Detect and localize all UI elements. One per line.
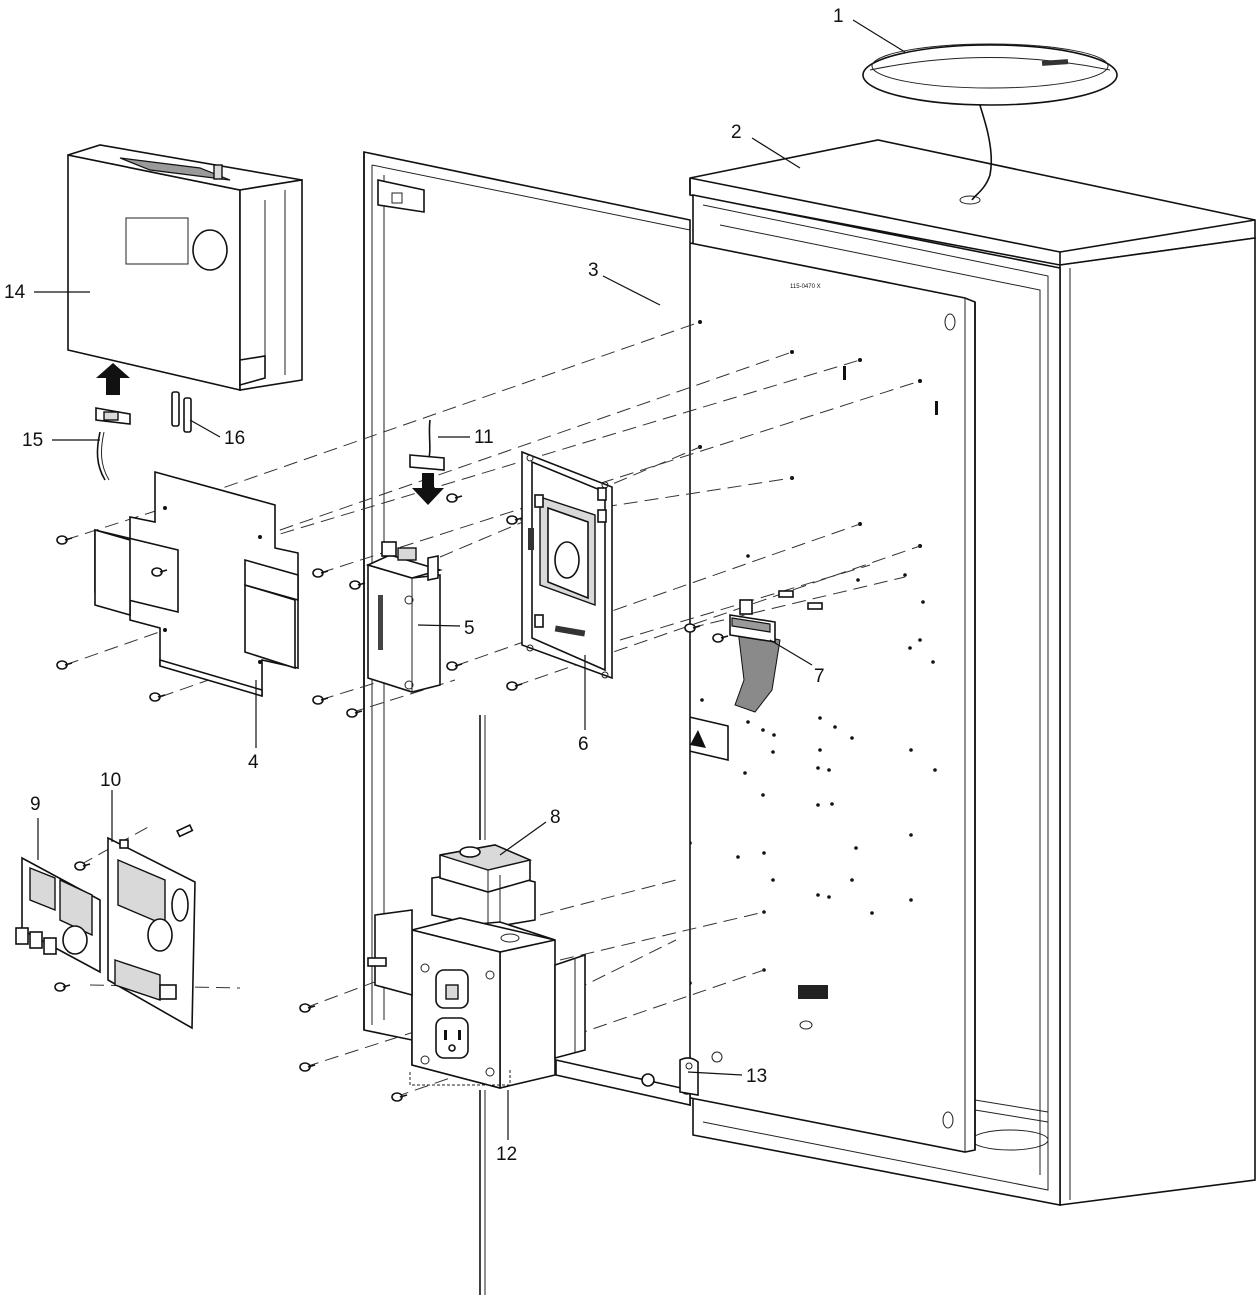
transformer	[431, 715, 536, 930]
outlet-box	[367, 909, 586, 1295]
back-panel: 115-0470 X	[649, 234, 976, 1153]
callout-11: 11	[474, 427, 494, 448]
callout-13: 13	[746, 1066, 767, 1087]
panel-marking: 115-0470 X	[790, 284, 821, 290]
callout-14: 14	[4, 282, 26, 303]
callout-2: 2	[731, 122, 742, 143]
circuit-board-9	[15, 856, 101, 974]
screws	[54, 493, 729, 1102]
antenna	[862, 43, 1118, 201]
callout-5: 5	[464, 618, 475, 639]
controller-module	[67, 144, 303, 392]
callout-4: 4	[248, 752, 259, 773]
callout-6: 6	[578, 734, 589, 755]
relay-module	[365, 541, 443, 693]
cable-11	[409, 419, 445, 471]
callout-8: 8	[550, 807, 561, 828]
callout-leaders	[34, 19, 906, 1140]
cable-connector	[95, 407, 131, 481]
callout-9: 9	[30, 794, 41, 815]
modem-bracket	[521, 450, 613, 680]
fuses	[171, 391, 192, 433]
arrow-down-icon	[412, 473, 444, 505]
arrow-up-icon	[96, 363, 130, 395]
callout-3: 3	[588, 260, 599, 281]
callout-10: 10	[100, 770, 121, 791]
ribbon-connector	[729, 590, 823, 713]
callout-labels: 1 2 3 4 5 6 7 8 9 10 11 12 13 14 15 16	[4, 6, 844, 1165]
callout-7: 7	[814, 666, 825, 687]
mounting-plate	[94, 470, 299, 698]
circuit-board-10	[107, 823, 196, 1030]
callout-12: 12	[496, 1144, 517, 1165]
callout-16: 16	[224, 428, 245, 449]
callout-1: 1	[833, 6, 844, 27]
callout-15: 15	[22, 430, 43, 451]
